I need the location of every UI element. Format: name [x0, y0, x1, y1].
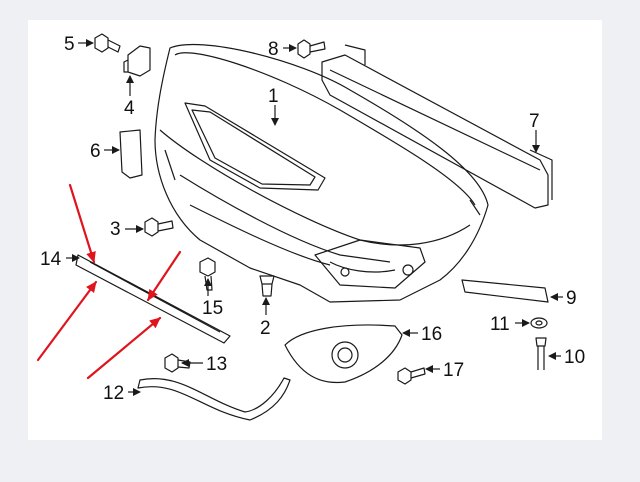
callout-9: 9 — [566, 288, 577, 309]
bolt-17-shape — [397, 367, 426, 385]
reinforcement-7-shape — [321, 44, 553, 209]
bracket-4-shape — [123, 45, 151, 77]
red-arrow-left — [36, 280, 98, 362]
callout-16: 16 — [421, 324, 442, 345]
bolt-8-shape — [297, 39, 326, 59]
callout-4: 4 — [124, 98, 135, 119]
red-arrow-lower-right — [86, 316, 162, 380]
side-bracket-9-shape — [461, 279, 549, 303]
callout-8: 8 — [268, 39, 279, 60]
callout-17: 17 — [443, 360, 464, 381]
callout-6: 6 — [90, 141, 101, 162]
callout-13: 13 — [206, 354, 227, 375]
callout-2: 2 — [260, 318, 271, 339]
push-clip-shape — [259, 275, 275, 297]
callout-5: 5 — [64, 34, 75, 55]
red-arrow-top — [68, 183, 96, 264]
nut-11-shape — [530, 317, 548, 329]
callout-10: 10 — [564, 347, 585, 368]
callout-14: 14 — [40, 249, 62, 270]
bolt-3-shape — [144, 217, 174, 237]
bumper-cover-shape — [154, 43, 489, 303]
bracket-6-shape — [119, 129, 143, 179]
callout-3: 3 — [110, 219, 121, 240]
clip-10-shape — [535, 337, 547, 370]
callout-7: 7 — [529, 111, 540, 132]
bolt-5-shape — [94, 33, 121, 53]
fog-bezel-16-shape — [284, 324, 403, 384]
callout-1: 1 — [268, 86, 279, 107]
paper-background — [28, 20, 602, 440]
callout-15: 15 — [202, 298, 223, 319]
callout-11: 11 — [490, 314, 510, 335]
lower-trim-12-shape — [137, 377, 291, 421]
red-arrow-upper-right — [146, 250, 182, 302]
callout-12: 12 — [103, 383, 124, 404]
